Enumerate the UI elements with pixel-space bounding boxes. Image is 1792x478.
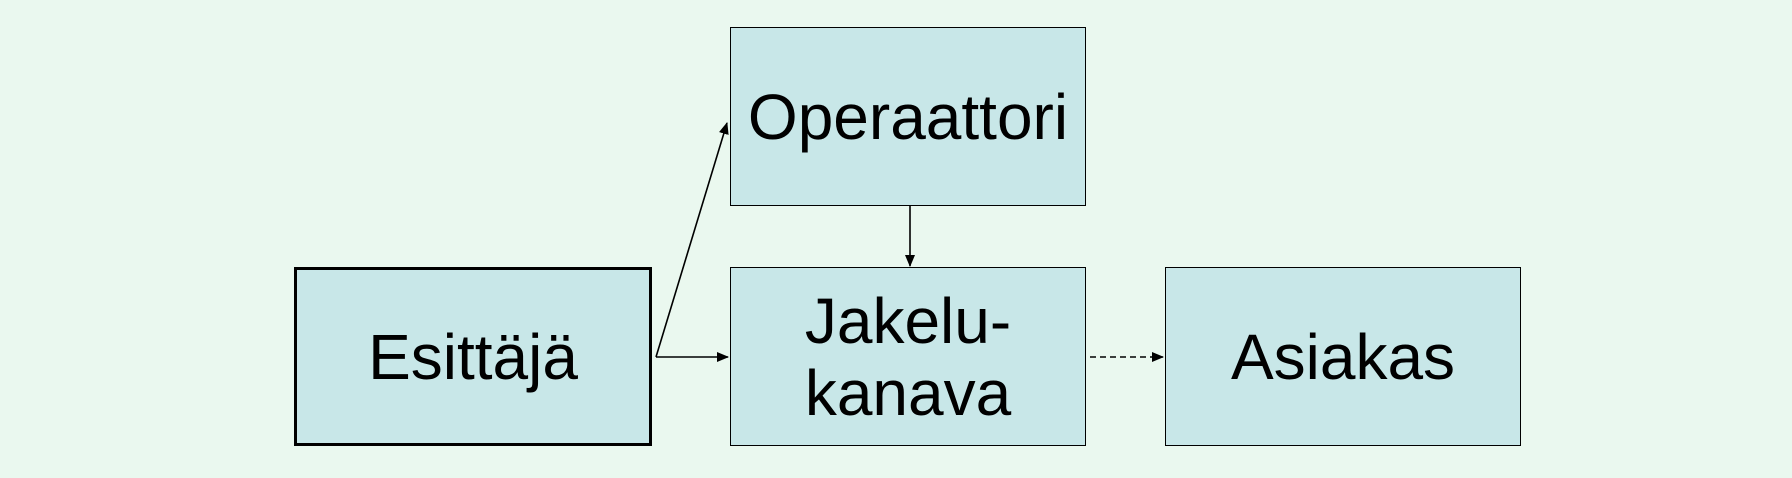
node-esittaja-label: Esittäjä xyxy=(368,320,578,393)
node-esittaja: Esittäjä xyxy=(294,267,652,446)
node-asiakas-label: Asiakas xyxy=(1230,320,1456,393)
edge-esittaja-to-operaattori xyxy=(655,122,729,358)
node-operaattori: Operaattori xyxy=(730,27,1086,206)
node-jakelukanava-label: Jakelu- kanava xyxy=(804,284,1012,429)
node-jakelukanava: Jakelu- kanava xyxy=(730,267,1086,446)
node-operaattori-label: Operaattori xyxy=(747,80,1069,153)
node-asiakas: Asiakas xyxy=(1165,267,1521,446)
